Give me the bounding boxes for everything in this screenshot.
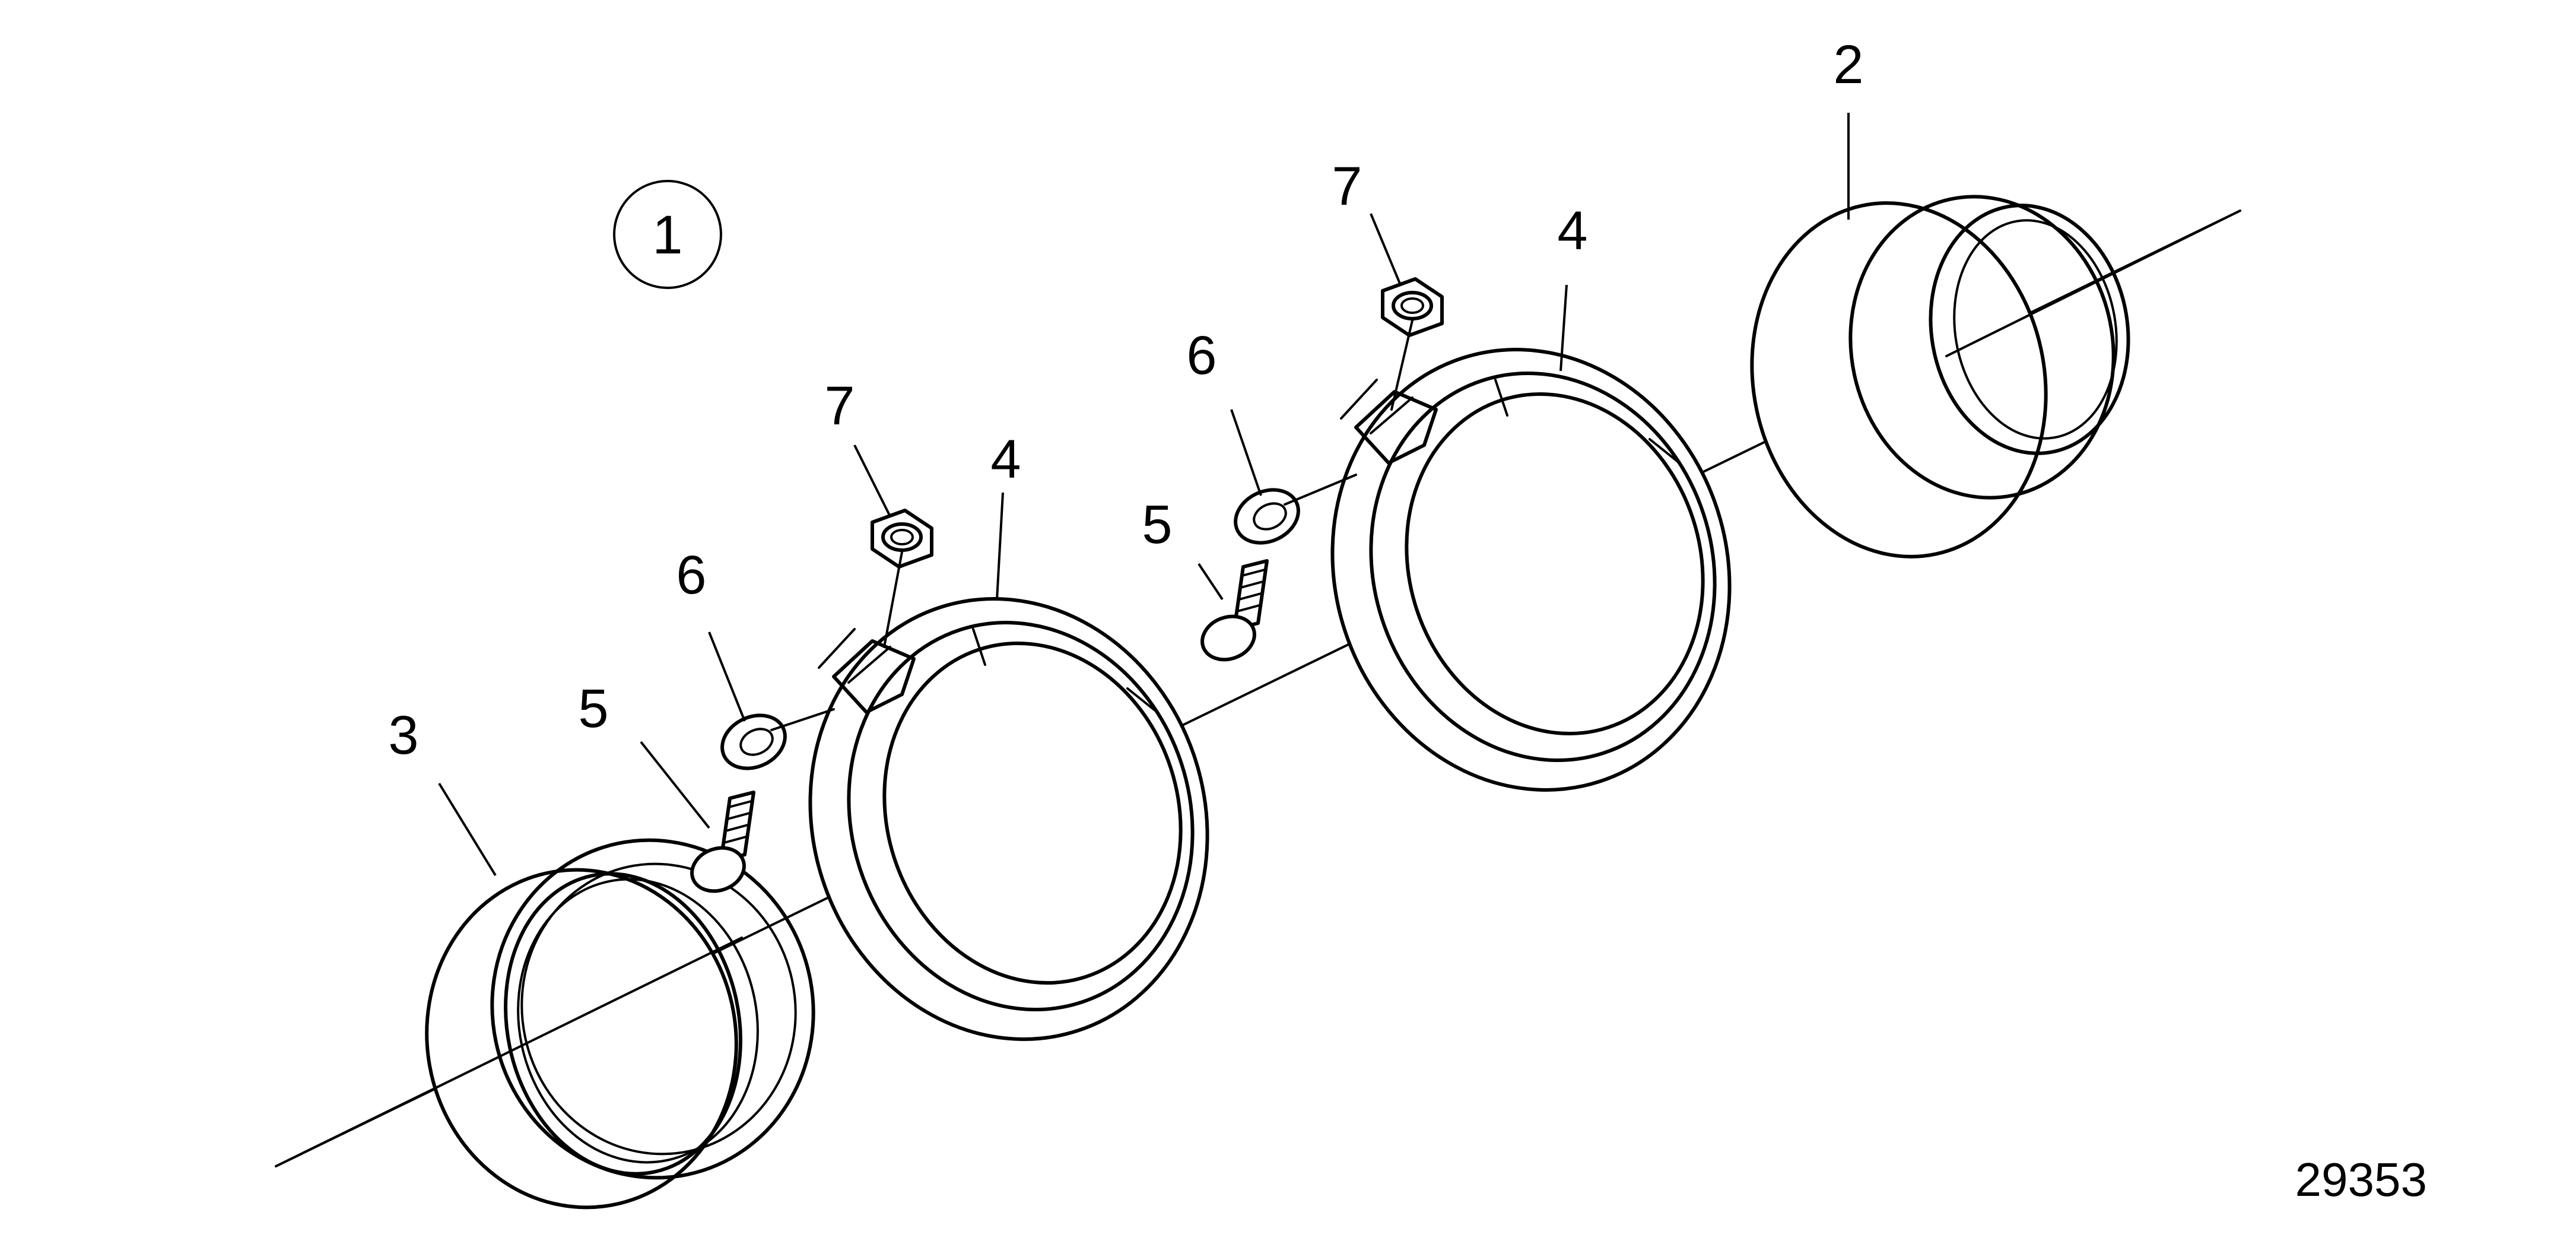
nut-right (1381, 277, 1444, 411)
leader-lines (438, 113, 1850, 877)
callout-7-left: 7 (824, 376, 855, 436)
callout-6-left: 6 (676, 545, 706, 605)
bolt-right (1200, 559, 1269, 662)
callout-2: 2 (1833, 34, 1863, 95)
nut-left (871, 509, 933, 648)
callout-3: 3 (388, 705, 418, 766)
callout-6-right: 6 (1186, 325, 1216, 386)
bolt-left (690, 791, 755, 893)
callout-7-right: 7 (1332, 156, 1362, 217)
sleeve-part-3 (275, 838, 815, 1210)
v-band-clamp-right (1330, 348, 1732, 792)
washer-left (720, 708, 835, 770)
callout-5-left: 5 (578, 678, 608, 739)
view-marker: 1 (613, 180, 722, 289)
v-band-clamp-left (808, 597, 1209, 1041)
washer-right (1234, 474, 1357, 545)
callout-4-left: 4 (990, 429, 1021, 490)
callout-5-right: 5 (1142, 494, 1172, 555)
document-number: 29353 (2295, 1153, 2427, 1206)
callout-4-right: 4 (1557, 201, 1587, 261)
view-marker-text: 1 (652, 205, 682, 265)
sleeve-part-2 (1750, 195, 2241, 558)
